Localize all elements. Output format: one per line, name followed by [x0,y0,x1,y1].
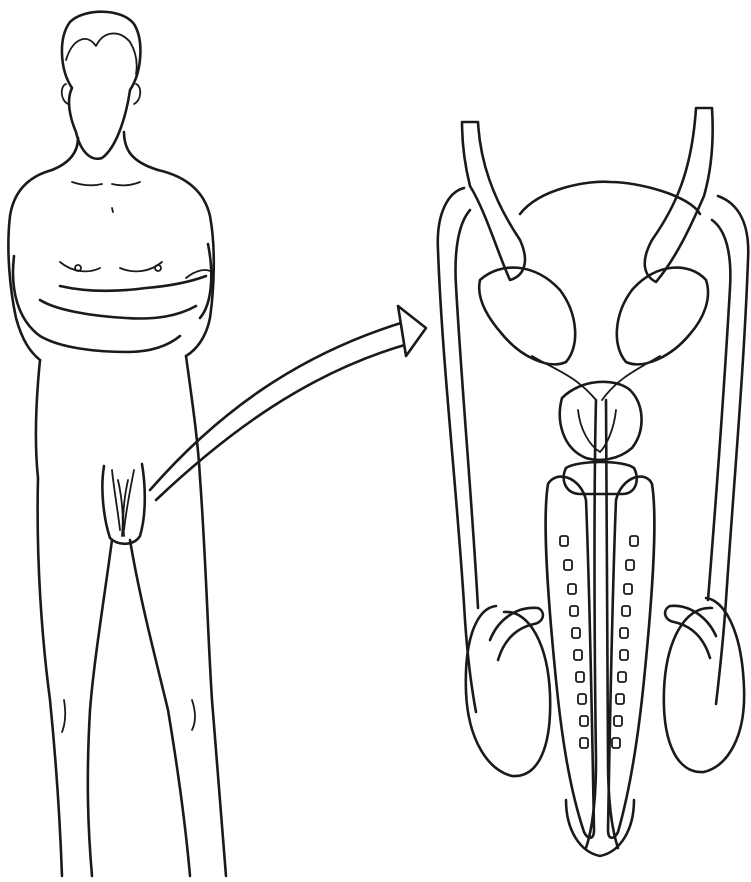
bladder [520,182,700,214]
bulb [564,462,637,494]
hair-line [66,33,137,74]
organ-section [438,108,748,856]
cavernosum-right [608,477,654,838]
prostate [560,382,642,460]
waist-left [36,360,40,478]
torso-left [8,170,52,360]
arrow-head [398,306,426,356]
nipple-right [155,265,161,271]
ear-left [62,84,68,104]
waist-right [186,356,200,478]
genital-region-sketch [102,464,144,544]
neck-left [52,138,78,170]
forearm-cross [60,276,206,291]
leg-right-inner [130,540,190,876]
collarbone-left [72,182,102,185]
vas-right-inner [708,220,730,600]
nipple-left [75,265,81,271]
leg-right-outer [200,478,226,876]
testis-right [664,598,744,772]
tube-right [645,108,713,282]
cavernosum-left [546,477,594,838]
testis-left [466,606,550,776]
tube-left [462,122,525,280]
head-outline [62,12,140,159]
arrow-body [150,322,404,490]
seminal-vesicle-left [479,268,575,365]
leg-left-inner [88,540,112,876]
hand-left [186,270,212,278]
sternum-dot [112,208,113,212]
seminal-vesicle-right [617,268,708,365]
arm-right-upper [200,244,211,318]
leg-left-outer [38,478,62,876]
neck-right [124,132,158,170]
knee-left [62,700,65,732]
ear-right [134,84,140,104]
chambers-right [612,536,638,748]
prostate-inner [578,410,616,452]
chambers-left [560,536,588,748]
torso-right [158,170,214,356]
vas-left-outer [438,188,476,712]
collarbone-right [112,182,140,185]
knee-right [192,700,195,730]
arm-left-lower [40,300,196,319]
